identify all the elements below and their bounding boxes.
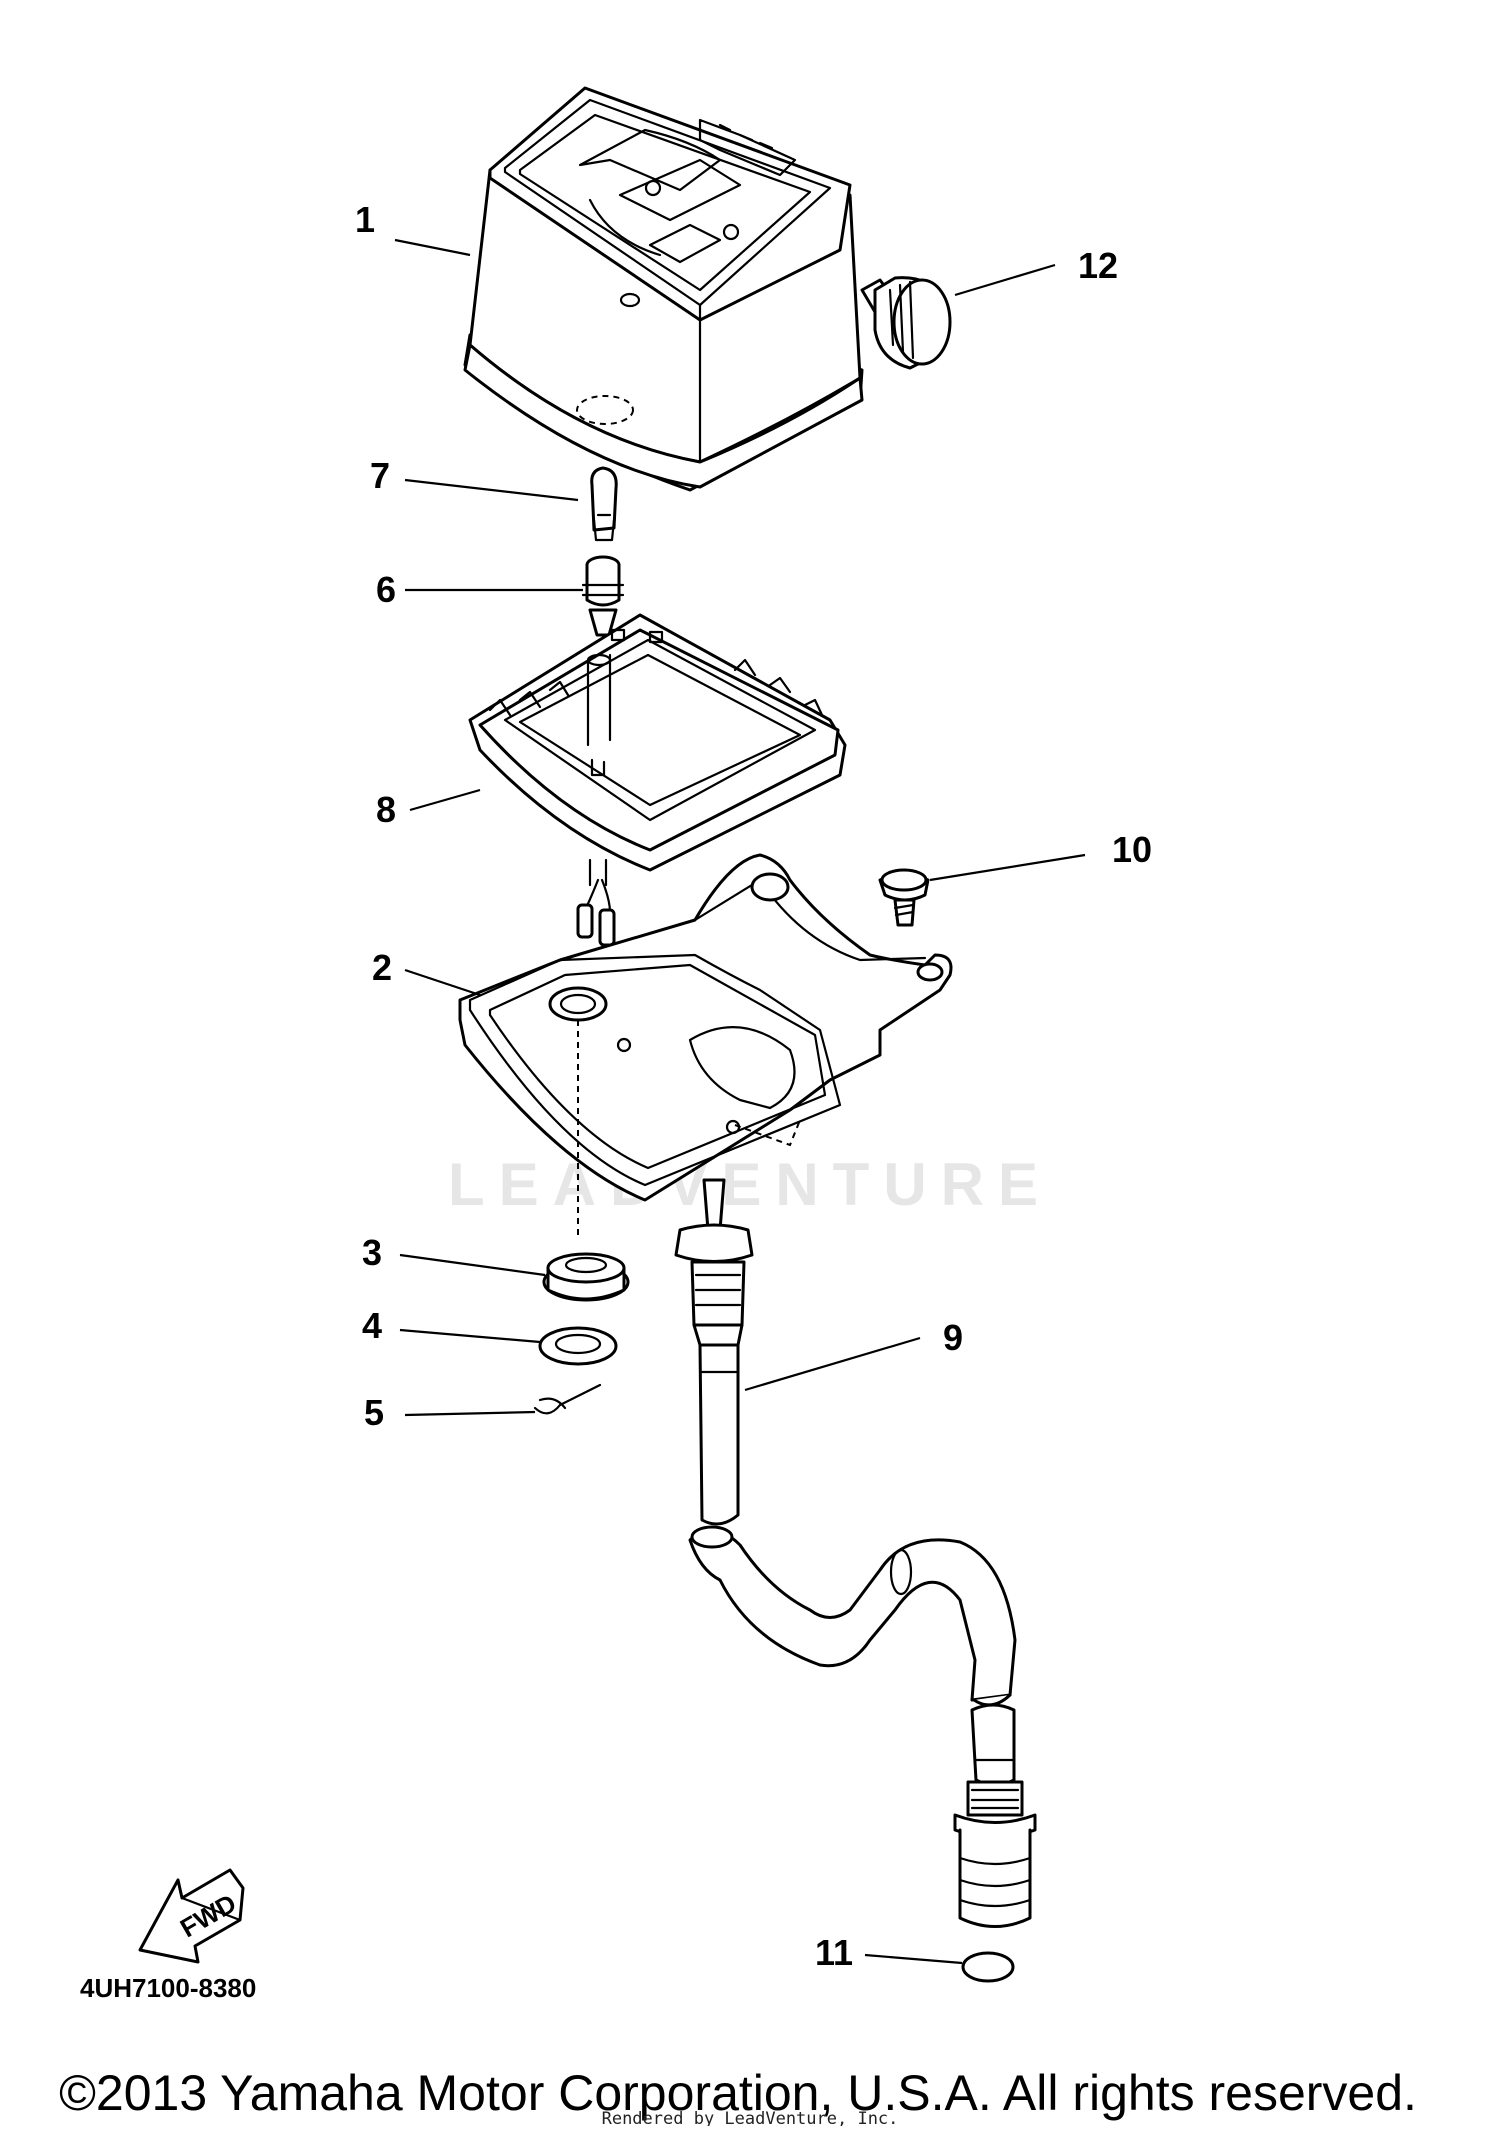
diagram-code: 4UH7100-8380 [80,1973,256,2003]
grommet [542,1252,630,1302]
watermark-text: LEADVENTURE [448,1151,1052,1218]
callout-10: 10 [1112,829,1152,870]
callout-5: 5 [364,1392,384,1433]
callout-12: 12 [1078,245,1118,286]
meter-bracket [458,853,953,1240]
rendered-by-text: Rendered by LeadVenture, Inc. [602,2109,899,2126]
o-ring [961,1951,1015,1983]
callout-8: 8 [376,789,396,830]
callout-4: 4 [362,1305,382,1346]
retaining-clip [533,1383,602,1415]
washer [538,1326,618,1366]
callout-2: 2 [372,947,392,988]
callout-6: 6 [376,569,396,610]
meter-holder-frame [468,613,847,887]
callout-11: 11 [815,1932,853,1973]
meter-bulb [590,466,618,542]
wire-leads [576,878,616,947]
copyright-text: ©2013 Yamaha Motor Corporation, U.S.A. A… [59,2065,1417,2121]
meter-assembly [463,86,864,492]
callout-1: 1 [355,199,375,240]
callout-9: 9 [943,1317,963,1358]
fwd-arrow-icon: FWD [138,1868,245,1964]
callout-labels: 1 2 3 4 5 6 7 8 9 10 11 12 [355,199,1152,1973]
bracket-screw [878,868,930,927]
speedometer-cable [674,1178,1037,1928]
reset-knob [860,276,952,370]
bulb-socket [581,555,625,637]
callout-7: 7 [370,455,390,496]
callout-3: 3 [362,1232,382,1273]
callout-leaders [394,238,1086,1965]
